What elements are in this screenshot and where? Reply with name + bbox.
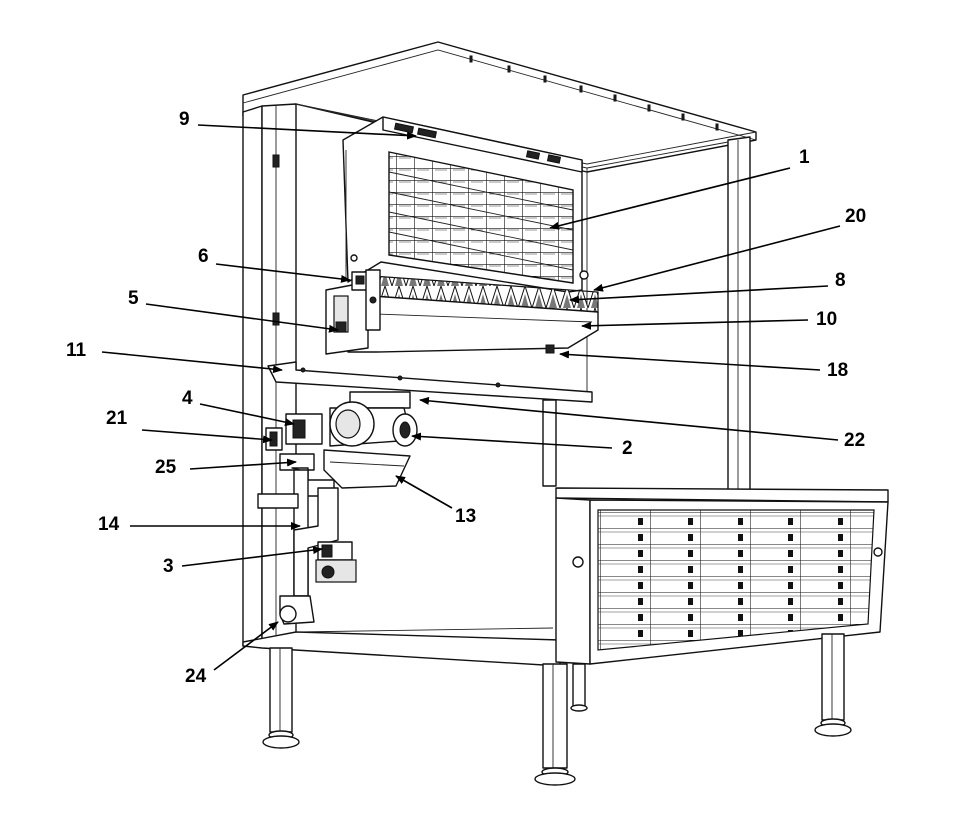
- evaporator-assembly: [342, 116, 589, 293]
- ice-deflector-shelf: [267, 361, 593, 403]
- callout-label-14: 14: [98, 514, 120, 535]
- callout-leader-5: [145, 303, 339, 333]
- callout-leader-3: [181, 546, 323, 567]
- callout-label-3: 3: [163, 556, 174, 577]
- callout-label-18: 18: [827, 360, 848, 381]
- callout-leader-11: [101, 351, 283, 374]
- callout-leader-4: [199, 403, 295, 427]
- callout-label-6: 6: [198, 246, 209, 267]
- callout-label-24: 24: [185, 666, 207, 687]
- callout-label-9: 9: [179, 109, 190, 130]
- callout-leader-8: [569, 285, 829, 304]
- callout-label-4: 4: [182, 388, 193, 409]
- callout-label-10: 10: [816, 309, 837, 330]
- callout-label-20: 20: [845, 206, 866, 227]
- side-bracket: [325, 269, 381, 355]
- callout-label-1: 1: [799, 147, 810, 168]
- callout-label-25: 25: [155, 457, 177, 478]
- callout-leader-18: [559, 350, 821, 371]
- callout-leader-25: [189, 458, 297, 470]
- callout-leader-24: [213, 621, 279, 671]
- callout-label-8: 8: [835, 270, 846, 291]
- callout-label-2: 2: [622, 438, 633, 459]
- callout-leader-9: [197, 124, 417, 140]
- callout-label-5: 5: [128, 288, 139, 309]
- callout-leader-1: [549, 167, 791, 230]
- callout-leader-10: [581, 319, 809, 330]
- plumbing: [257, 427, 357, 625]
- callout-leader-20: [593, 225, 841, 292]
- callout-leader-21: [141, 429, 273, 444]
- callout-leader-2: [411, 432, 613, 449]
- callout-leader-22: [419, 396, 839, 441]
- bin-grille: [555, 487, 889, 665]
- callout-label-22: 22: [844, 430, 865, 451]
- callout-layer: 1 2 3 4 5 6 8 9 10 11 13 14 18 20 21 22 24 25: [66, 109, 866, 687]
- callout-leader-6: [215, 263, 351, 283]
- legs: [262, 633, 852, 786]
- water-trough: [347, 275, 599, 354]
- callout-label-13: 13: [455, 506, 476, 527]
- callout-label-11: 11: [66, 340, 87, 361]
- callout-label-21: 21: [106, 408, 128, 429]
- callout-leader-13: [395, 475, 453, 509]
